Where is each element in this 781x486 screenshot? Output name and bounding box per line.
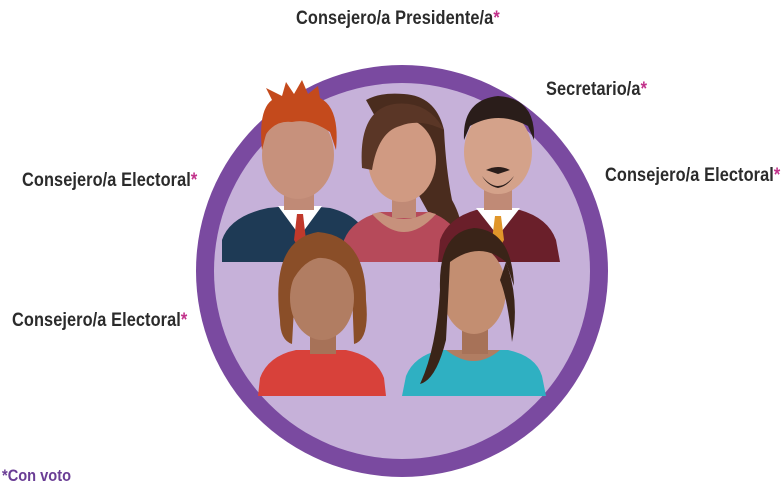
asterisk-mark: *: [493, 8, 500, 29]
asterisk-mark: *: [773, 165, 781, 186]
label-electoral-left: Consejero/a Electoral*: [22, 170, 198, 191]
label-electoral-bottom-left: Consejero/a Electoral*: [12, 310, 188, 331]
person-woman-left-icon: [258, 232, 386, 396]
asterisk-mark: *: [640, 79, 648, 100]
label-electoral-right: Consejero/a Electoral*: [605, 165, 781, 186]
label-president: Consejero/a Presidente/a*: [296, 8, 500, 29]
person-man-left-icon: [222, 80, 368, 262]
person-woman-center-icon: [340, 93, 466, 262]
person-woman-right-icon: [402, 228, 546, 396]
label-secretary: Secretario/a*: [546, 79, 648, 100]
asterisk-mark: *: [180, 310, 188, 331]
footnote-con-voto: *Con voto: [2, 466, 72, 485]
asterisk-mark: *: [190, 170, 198, 191]
